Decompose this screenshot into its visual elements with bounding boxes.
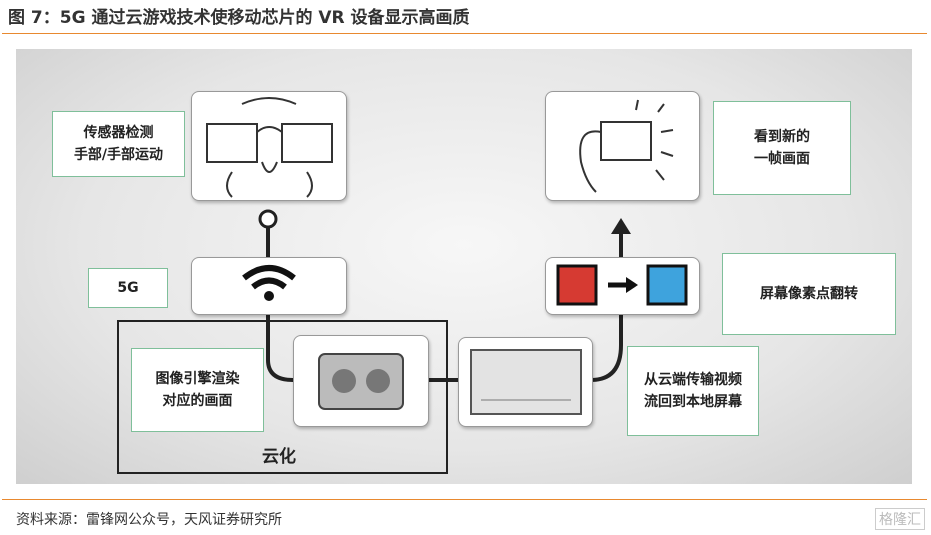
footer-divider bbox=[2, 499, 927, 500]
figure-title: 图 7：5G 通过云游戏技术使移动芯片的 VR 设备显示高画质 bbox=[8, 8, 470, 28]
render-label: 图像引擎渲染对应的画面 bbox=[131, 348, 264, 432]
uplink-line bbox=[266, 313, 294, 382]
pixel-flip-label: 屏幕像素点翻转 bbox=[722, 253, 896, 335]
sensor-label-line1: 传感器检测 bbox=[83, 125, 154, 141]
title-divider bbox=[2, 33, 927, 34]
new-frame-label-line2: 一帧画面 bbox=[754, 151, 810, 167]
downlink-line bbox=[590, 313, 623, 382]
stream-label: 从云端传输视频流回到本地屏幕 bbox=[627, 346, 759, 436]
wifi-panel bbox=[191, 257, 347, 315]
blue-pixel-icon bbox=[646, 264, 688, 306]
stream-label-line1: 从云端传输视频 bbox=[644, 372, 742, 388]
screen-icon bbox=[470, 349, 582, 415]
wifi-icon bbox=[242, 265, 296, 301]
sensor-label-line2: 手部/手部运动 bbox=[73, 147, 164, 163]
vr-headset-motion-panel bbox=[191, 91, 347, 201]
red-pixel-icon bbox=[556, 264, 598, 306]
vr-new-frame-panel bbox=[545, 91, 700, 201]
pixel-flip-panel bbox=[545, 257, 700, 315]
screen-panel bbox=[458, 337, 593, 427]
vr-headset-icon bbox=[206, 97, 333, 198]
new-frame-label-line1: 看到新的 bbox=[754, 129, 810, 145]
stream-label-line2: 流回到本地屏幕 bbox=[644, 394, 742, 410]
graphics-engine-panel bbox=[293, 335, 429, 427]
cloud-region bbox=[117, 320, 448, 474]
sensor-label: 传感器检测手部/手部运动 bbox=[52, 111, 185, 177]
watermark-logo: 格隆汇 bbox=[875, 508, 925, 530]
render-label-line1: 图像引擎渲染 bbox=[155, 371, 240, 387]
5g-label: 5G bbox=[88, 268, 168, 308]
render-label-line2: 对应的画面 bbox=[162, 393, 233, 409]
source-note: 资料来源：雷锋网公众号，天风证券研究所 bbox=[16, 512, 282, 528]
sensor-node bbox=[258, 209, 278, 229]
vr-headset-rays-icon bbox=[579, 99, 674, 193]
cloud-label: 云化 bbox=[262, 447, 296, 467]
engine-icon bbox=[318, 353, 404, 410]
new-frame-label: 看到新的一帧画面 bbox=[713, 101, 851, 195]
